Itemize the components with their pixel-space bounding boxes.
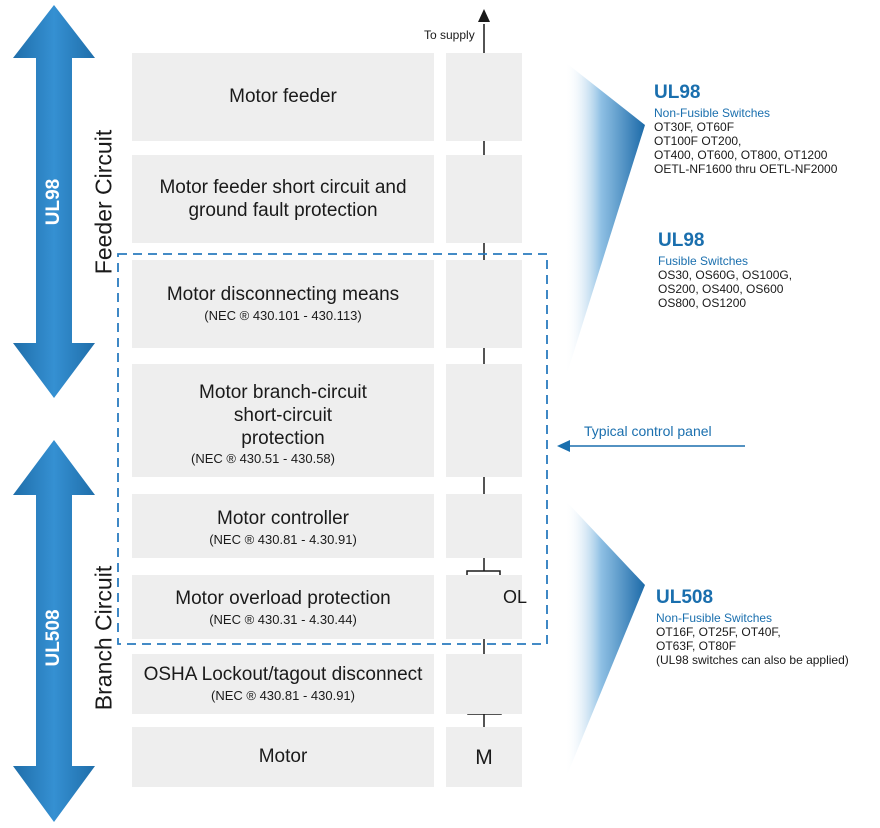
info-line: OETL-NF1600 thru OETL-NF2000 <box>654 162 838 176</box>
row-title: OSHA Lockout/tagout disconnect <box>143 664 423 685</box>
feeder-double-arrow <box>13 5 95 398</box>
row-label-osha-lockout: OSHA Lockout/tagout disconnect (NEC ® 43… <box>132 664 434 703</box>
control-panel-label: Typical control panel <box>584 423 712 439</box>
symbol-column-motor <box>446 727 522 787</box>
row-title: Motor feeder short circuit and <box>159 177 407 198</box>
info-title: UL98 <box>654 82 701 103</box>
row-box-motor-controller <box>132 494 434 558</box>
symbol-column-osha <box>446 654 522 714</box>
row-label-motor: Motor <box>132 746 434 769</box>
row-box-overload-protection <box>132 575 434 639</box>
info-line: OT100F OT200, <box>654 134 742 148</box>
symbol-column-feeder <box>446 53 522 141</box>
info-line: OT400, OT600, OT800, OT1200 <box>654 148 828 162</box>
info-subtitle: Non-Fusible Switches <box>656 611 773 625</box>
feeder-standard-label: UL98 <box>43 178 64 226</box>
info-line: (UL98 switches can also be applied) <box>656 653 849 667</box>
row-title: ground fault protection <box>188 199 378 221</box>
row-label-motor-controller: Motor controller (NEC ® 430.81 - 4.30.91… <box>132 508 434 547</box>
info-line: OS30, OS60G, OS100G, <box>658 268 793 282</box>
symbol-column-disconnect <box>446 260 522 348</box>
row-title: Motor disconnecting means <box>166 284 400 305</box>
row-nec-reference: (NEC ® 430.101 - 430.113) <box>204 307 362 323</box>
symbol-column-controller <box>446 494 522 558</box>
overload-label: OL <box>503 587 528 607</box>
row-box-osha-lockout <box>132 654 434 714</box>
row-label-branch-protection: Motor branch-circuit short-circuit prote… <box>132 382 434 467</box>
info-title: UL508 <box>656 587 714 608</box>
row-nec-reference: (NEC ® 430.81 - 4.30.91) <box>209 531 357 547</box>
info-ul98-fusible: UL98 Fusible Switches OS30, OS60G, OS100… <box>658 230 793 311</box>
row-box-branch-protection <box>132 364 434 477</box>
info-ul508-non-fusible: UL508 Non-Fusible Switches OT16F, OT25F,… <box>656 587 849 668</box>
row-label-overload-protection: Motor overload protection (NEC ® 430.31 … <box>132 588 434 627</box>
feeder-wedge <box>565 62 645 380</box>
row-label-motor-feeder: Motor feeder <box>132 86 434 109</box>
row-box-motor <box>132 727 434 787</box>
row-title: protection <box>241 427 325 449</box>
row-title: Motor overload protection <box>175 588 391 609</box>
row-box-motor-feeder <box>132 53 434 141</box>
row-title: short-circuit <box>233 404 333 426</box>
row-box-feeder-protection <box>132 155 434 243</box>
row-nec-reference: (NEC ® 430.81 - 430.91) <box>211 687 355 703</box>
row-box-disconnecting-means <box>132 260 434 348</box>
info-line: OS800, OS1200 <box>658 296 747 310</box>
symbol-column-overload <box>446 575 522 639</box>
symbol-column-feeder-protection <box>446 155 522 243</box>
control-panel-boundary <box>117 253 548 645</box>
feeder-circuit-label: Feeder Circuit <box>90 129 117 275</box>
row-title: Motor feeder <box>229 86 337 107</box>
info-ul98-non-fusible: UL98 Non-Fusible Switches OT30F, OT60F O… <box>654 82 838 177</box>
row-nec-reference: (NEC ® 430.51 - 430.58) <box>191 451 335 467</box>
symbol-column-branch-protection <box>446 364 522 477</box>
info-subtitle: Non-Fusible Switches <box>654 106 771 120</box>
row-label-disconnecting-means: Motor disconnecting means (NEC ® 430.101… <box>132 284 434 323</box>
row-label-feeder-protection: Motor feeder short circuit and ground fa… <box>132 177 434 223</box>
control-panel-arrow <box>557 440 745 452</box>
branch-wedge <box>565 500 645 780</box>
info-line: OT30F, OT60F <box>654 120 735 134</box>
motor-label: M <box>475 746 493 769</box>
row-title: Motor <box>258 746 308 767</box>
info-subtitle: Fusible Switches <box>658 254 749 268</box>
branch-circuit-label: Branch Circuit <box>90 565 117 711</box>
info-line: OT16F, OT25F, OT40F, <box>656 625 781 639</box>
branch-double-arrow <box>13 440 95 822</box>
info-line: OS200, OS400, OS600 <box>658 282 784 296</box>
supply-label: To supply <box>424 28 475 42</box>
row-title: Motor branch-circuit <box>199 382 367 403</box>
info-line: OT63F, OT80F <box>656 639 737 653</box>
row-nec-reference: (NEC ® 430.31 - 4.30.44) <box>209 611 357 627</box>
row-title: Motor controller <box>217 508 349 529</box>
branch-standard-label: UL508 <box>43 609 64 667</box>
info-title: UL98 <box>658 230 705 251</box>
